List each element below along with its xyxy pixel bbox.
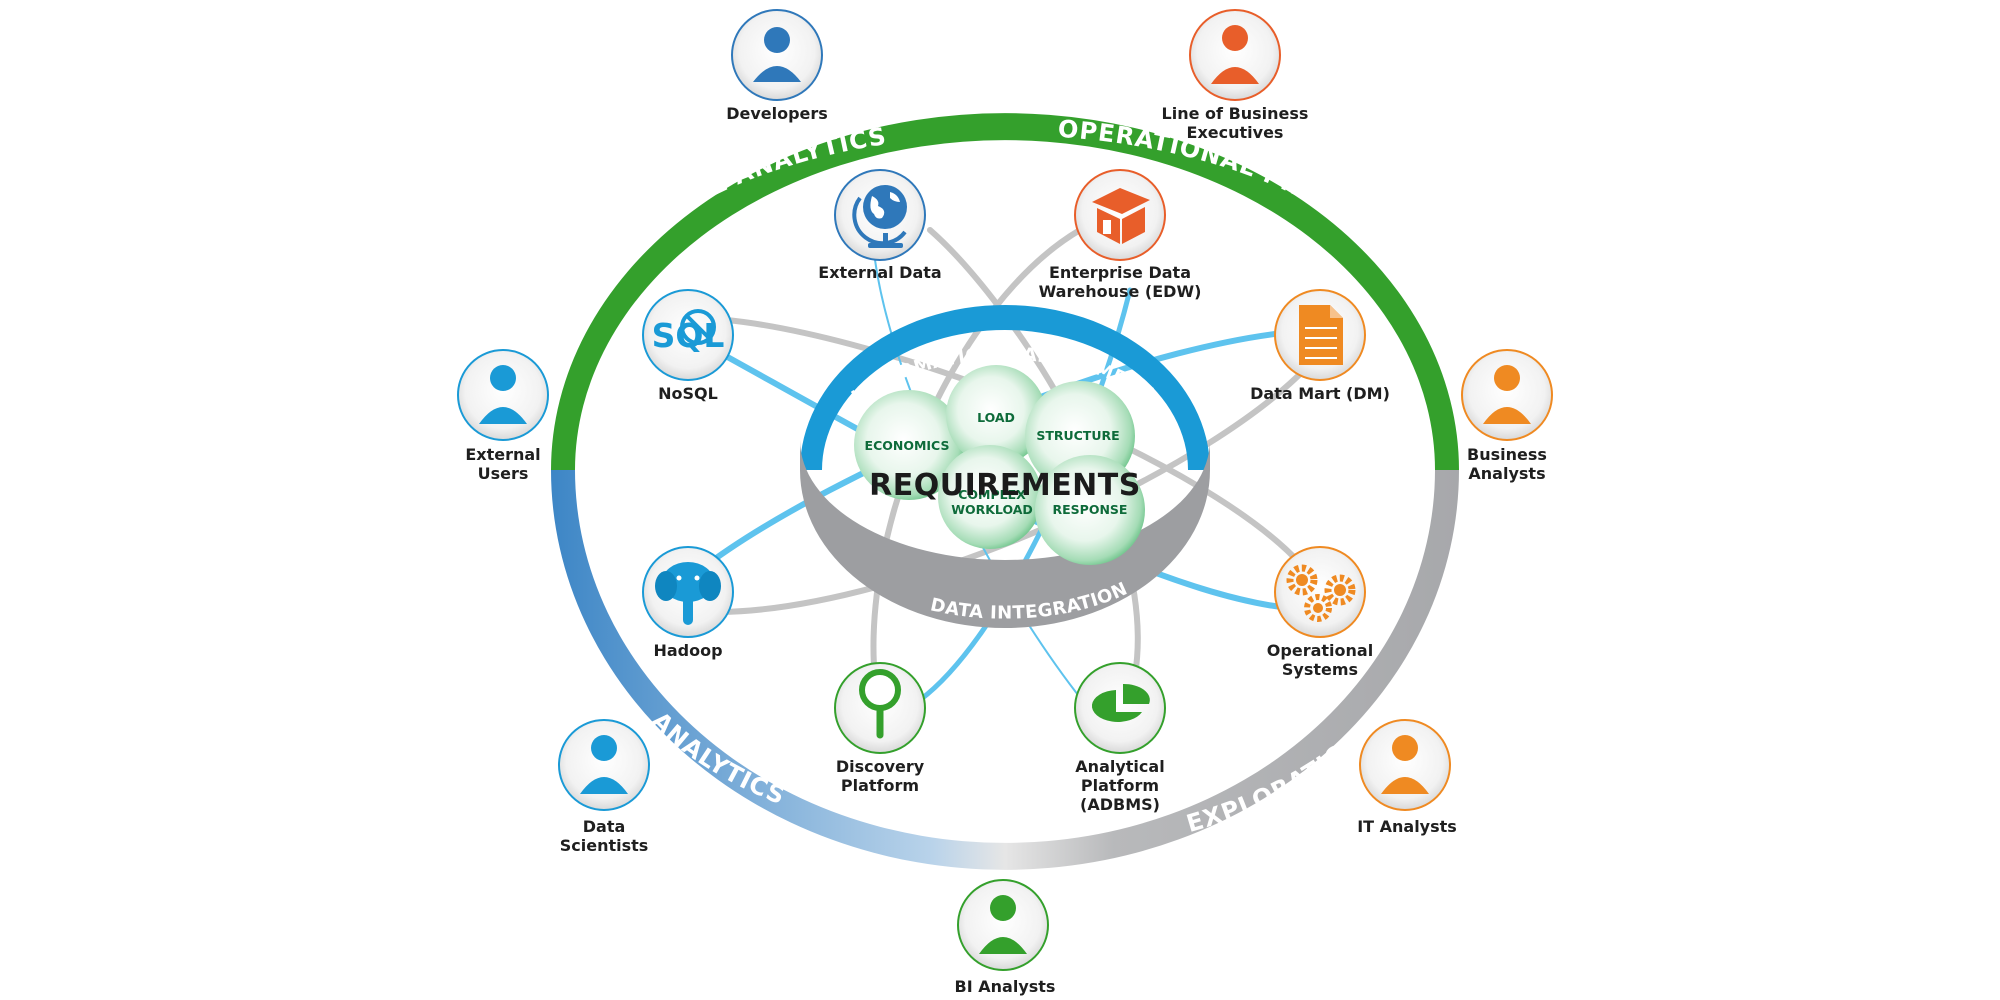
- sql-icon: SQL: [642, 289, 734, 381]
- bi-analysts-person-icon: [957, 879, 1049, 971]
- requirements-title: REQUIREMENTS: [869, 468, 1141, 503]
- it-analysts-person-icon: [1359, 719, 1451, 811]
- globe-icon: [834, 169, 926, 261]
- label-developers: Developers: [726, 104, 828, 123]
- inner-ring-blue-top: [800, 305, 1210, 470]
- sphere-label-economics: ECONOMICS: [864, 438, 950, 453]
- ring-label-analytics: ANALYTICS: [646, 706, 789, 810]
- label-data-scientists: Data Scientists: [559, 817, 649, 855]
- document-icon: [1274, 289, 1366, 381]
- platform-icons: SQL: [642, 169, 1366, 754]
- business-analysts-person-icon: [1461, 349, 1553, 441]
- developers-person-icon: [731, 9, 823, 101]
- sphere-economics: [854, 390, 964, 500]
- pie-chart-icon: [1074, 662, 1166, 754]
- sphere-complex-workload: [938, 445, 1042, 549]
- label-operational-systems: Operational Systems: [1266, 641, 1374, 679]
- label-analytical-platform: Analytical Platform (ADBMS): [1075, 757, 1165, 814]
- sphere-label-response: RESPONSE: [1052, 502, 1128, 517]
- sphere-label-structure: STRUCTURE: [1036, 428, 1120, 443]
- label-business-analysts: Business Analysts: [1467, 445, 1547, 483]
- sphere-response: [1035, 455, 1145, 565]
- data-scientists-person-icon: [558, 719, 650, 811]
- lob-executives-person-icon: [1189, 9, 1281, 101]
- gears-icon: [1274, 546, 1366, 638]
- sphere-label-load: LOAD: [977, 410, 1015, 425]
- sphere-label-complex-workload: COMPLEX WORKLOAD: [951, 487, 1033, 517]
- label-bi-analysts: BI Analysts: [954, 977, 1056, 996]
- label-discovery-platform: Discovery Platform: [835, 757, 925, 795]
- inner-ring: [800, 305, 1210, 628]
- label-lob-executives: Line of Business Executives: [1161, 104, 1309, 142]
- label-it-analysts: IT Analysts: [1357, 817, 1457, 836]
- requirement-spheres: [854, 365, 1145, 565]
- sphere-load: [946, 365, 1046, 465]
- user-icons: [457, 9, 1553, 971]
- label-external-users: External Users: [465, 445, 541, 483]
- elephant-icon: [642, 546, 734, 638]
- label-hadoop: Hadoop: [653, 641, 723, 660]
- label-nosql: NoSQL: [658, 384, 718, 403]
- magnifier-icon: [834, 662, 926, 754]
- label-edw: Enterprise Data Warehouse (EDW): [1038, 263, 1202, 301]
- label-data-mart: Data Mart (DM): [1250, 384, 1390, 403]
- inner-ring-gray-bottom: [800, 440, 1210, 628]
- label-external-data: External Data: [818, 263, 942, 282]
- warehouse-icon: [1074, 169, 1166, 261]
- external-users-person-icon: [457, 349, 549, 441]
